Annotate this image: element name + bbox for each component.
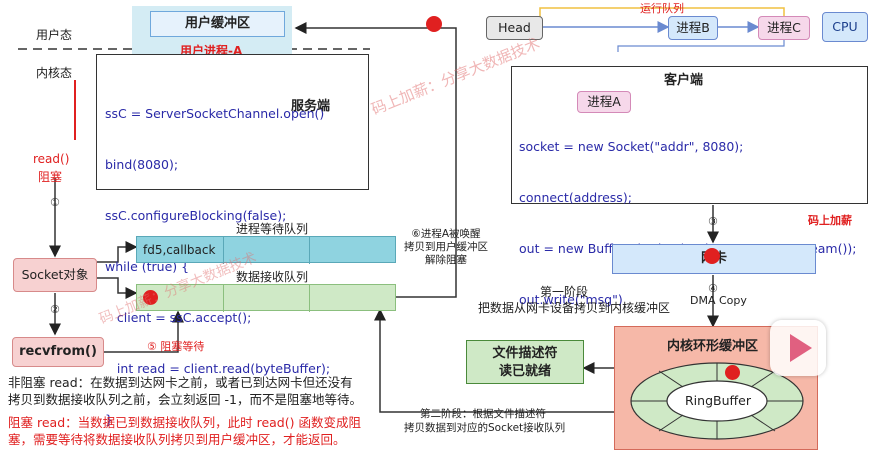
block-line: 塞，需要等待将数据接收队列拷贝到用户缓冲区，才能返回。 [8,432,346,447]
step-3: ③ [708,215,718,228]
stage-1-title: 第一阶段 [540,285,589,299]
kernel-state-label: 内核态 [36,66,73,80]
process-c-box: 进程C [758,16,810,40]
nonblock-line: 拷贝到数据接收队列之前，会立刻返回 -1，而不是阻塞地等待。 [8,392,362,407]
fd5-callback-cell: fd5,callback [143,243,216,257]
client-code-box: 客户端 socket = new Socket("addr", 8080); c… [511,66,868,307]
block-note: 阻塞 read：当数据已到数据接收队列，此时 read() 函数变成阻 塞，需要… [8,414,361,448]
socket-object-box: Socket对象 [13,258,97,292]
step-2: ② [50,303,60,316]
client-label: 客户端 [664,73,704,88]
red-dot [426,16,442,32]
read-label: read() [33,152,70,166]
stage-2-title: 第二阶段：根据文件描述符 [420,408,546,420]
client-code-line: connect(address); [519,190,632,205]
cpu-box: CPU [822,12,868,42]
process-a-box: 进程A [577,91,631,113]
red-dot [725,365,740,380]
recv-queue-label: 数据接收队列 [236,270,309,284]
wait-queue-bar: fd5,callback [136,236,396,264]
step-5: ⑤ 阻塞等待 [147,340,205,353]
step-6-line: 拷贝到用户缓冲区 [404,241,488,253]
block-label: 阻塞 [38,170,63,184]
client-code-line: out.write("msg") [519,292,623,307]
ring-graphic [630,362,804,440]
process-b-box: 进程B [668,16,718,40]
client-code-line: socket = new Socket("addr", 8080); [519,139,744,154]
watermark: 码上加薪 [808,214,852,227]
kernel-ring-label: 内核环形缓冲区 [667,339,759,354]
fd-ready-line: 文件描述符 [492,346,558,361]
user-state-label: 用户态 [36,28,73,42]
stage-2-desc: 拷贝数据到对应的Socket接收队列 [404,422,566,434]
server-code-line: client = ssC.accept(); [105,310,252,325]
recv-queue-bar [136,284,396,312]
step-4: ④ [708,282,718,295]
wait-queue-label: 进程等待队列 [236,222,309,236]
recvfrom-box: recvfrom() [12,337,104,367]
server-code-line: int read = client.read(byteBuffer); [105,361,331,376]
dma-copy-label: DMA Copy [690,294,747,307]
user-buffer-box: 用户缓冲区 [150,11,285,37]
nonblock-line: 非阻塞 read：在数据到达网卡之前，或者已到达网卡但还没有 [8,375,353,390]
step-1: ① [50,196,60,209]
step-6-line: 解除阻塞 [425,254,467,266]
server-label: 服务端 [291,99,331,114]
fd-ready-box: 文件描述符 读已就绪 [466,340,584,384]
server-code-line: ssC = ServerSocketChannel.open() [105,106,325,121]
fd-ready-line: 读已就绪 [498,364,551,379]
stage-1-desc: 把数据从网卡设备拷贝到内核缓冲区 [478,301,671,315]
red-dot [704,248,720,264]
kernel-ring-buffer-box: 内核环形缓冲区 RingBuffer [614,326,818,450]
head-box: Head [486,16,543,40]
run-queue-label: 运行队列 [640,2,684,15]
server-code-line: ssC.configureBlocking(false); [105,208,287,223]
block-line: 阻塞 read：当数据已到数据接收队列，此时 read() 函数变成阻 [8,415,361,430]
step-6-note: ⑥进程A被唤醒 拷贝到用户缓冲区 解除阻塞 [404,228,488,267]
ringbuffer-label: RingBuffer [685,393,751,408]
step-6-line: ⑥进程A被唤醒 [411,228,481,240]
server-code: ssC = ServerSocketChannel.open() bind(80… [105,71,330,462]
red-dot [143,290,158,305]
play-icon[interactable] [770,320,826,376]
nonblock-note: 非阻塞 read：在数据到达网卡之前，或者已到达网卡但还没有 拷贝到数据接收队列… [8,374,362,408]
server-code-line: bind(8080); [105,157,179,172]
server-code-box: ssC = ServerSocketChannel.open() bind(80… [96,54,369,427]
server-code-line: } [105,412,113,427]
